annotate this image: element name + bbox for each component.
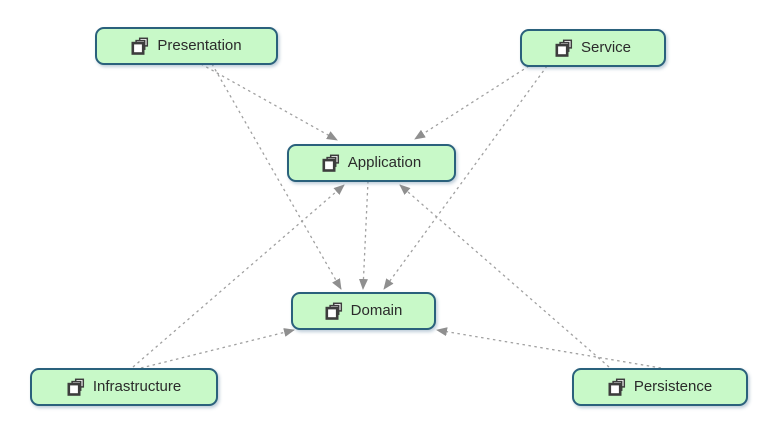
node-label: Application xyxy=(347,154,422,171)
node-persistence[interactable]: Persistence xyxy=(572,368,748,406)
layers-icon xyxy=(608,378,626,396)
node-label: Infrastructure xyxy=(92,378,182,395)
edges-group xyxy=(132,63,662,369)
node-service[interactable]: Service xyxy=(520,29,666,67)
edge-infrastructure-application xyxy=(132,184,345,368)
edge-infrastructure-domain xyxy=(140,328,295,369)
edge-application-domain xyxy=(358,180,369,290)
layers-icon xyxy=(67,378,85,396)
edge-presentation-application xyxy=(200,63,338,141)
node-presentation[interactable]: Presentation xyxy=(95,27,278,65)
layers-icon xyxy=(131,37,149,55)
layers-icon xyxy=(322,154,340,172)
node-label: Service xyxy=(580,39,632,56)
node-domain[interactable]: Domain xyxy=(291,292,436,330)
layers-icon xyxy=(325,302,343,320)
edge-service-application xyxy=(414,65,530,140)
node-infrastructure[interactable]: Infrastructure xyxy=(30,368,218,406)
node-label: Domain xyxy=(350,302,403,319)
node-label: Presentation xyxy=(157,37,242,54)
edge-service-domain xyxy=(383,65,548,290)
node-application[interactable]: Application xyxy=(287,144,456,182)
layers-icon xyxy=(555,39,573,57)
node-label: Persistence xyxy=(633,378,713,395)
edge-presentation-domain xyxy=(211,63,342,290)
edge-persistence-domain xyxy=(436,327,662,369)
edge-persistence-application xyxy=(399,184,610,368)
